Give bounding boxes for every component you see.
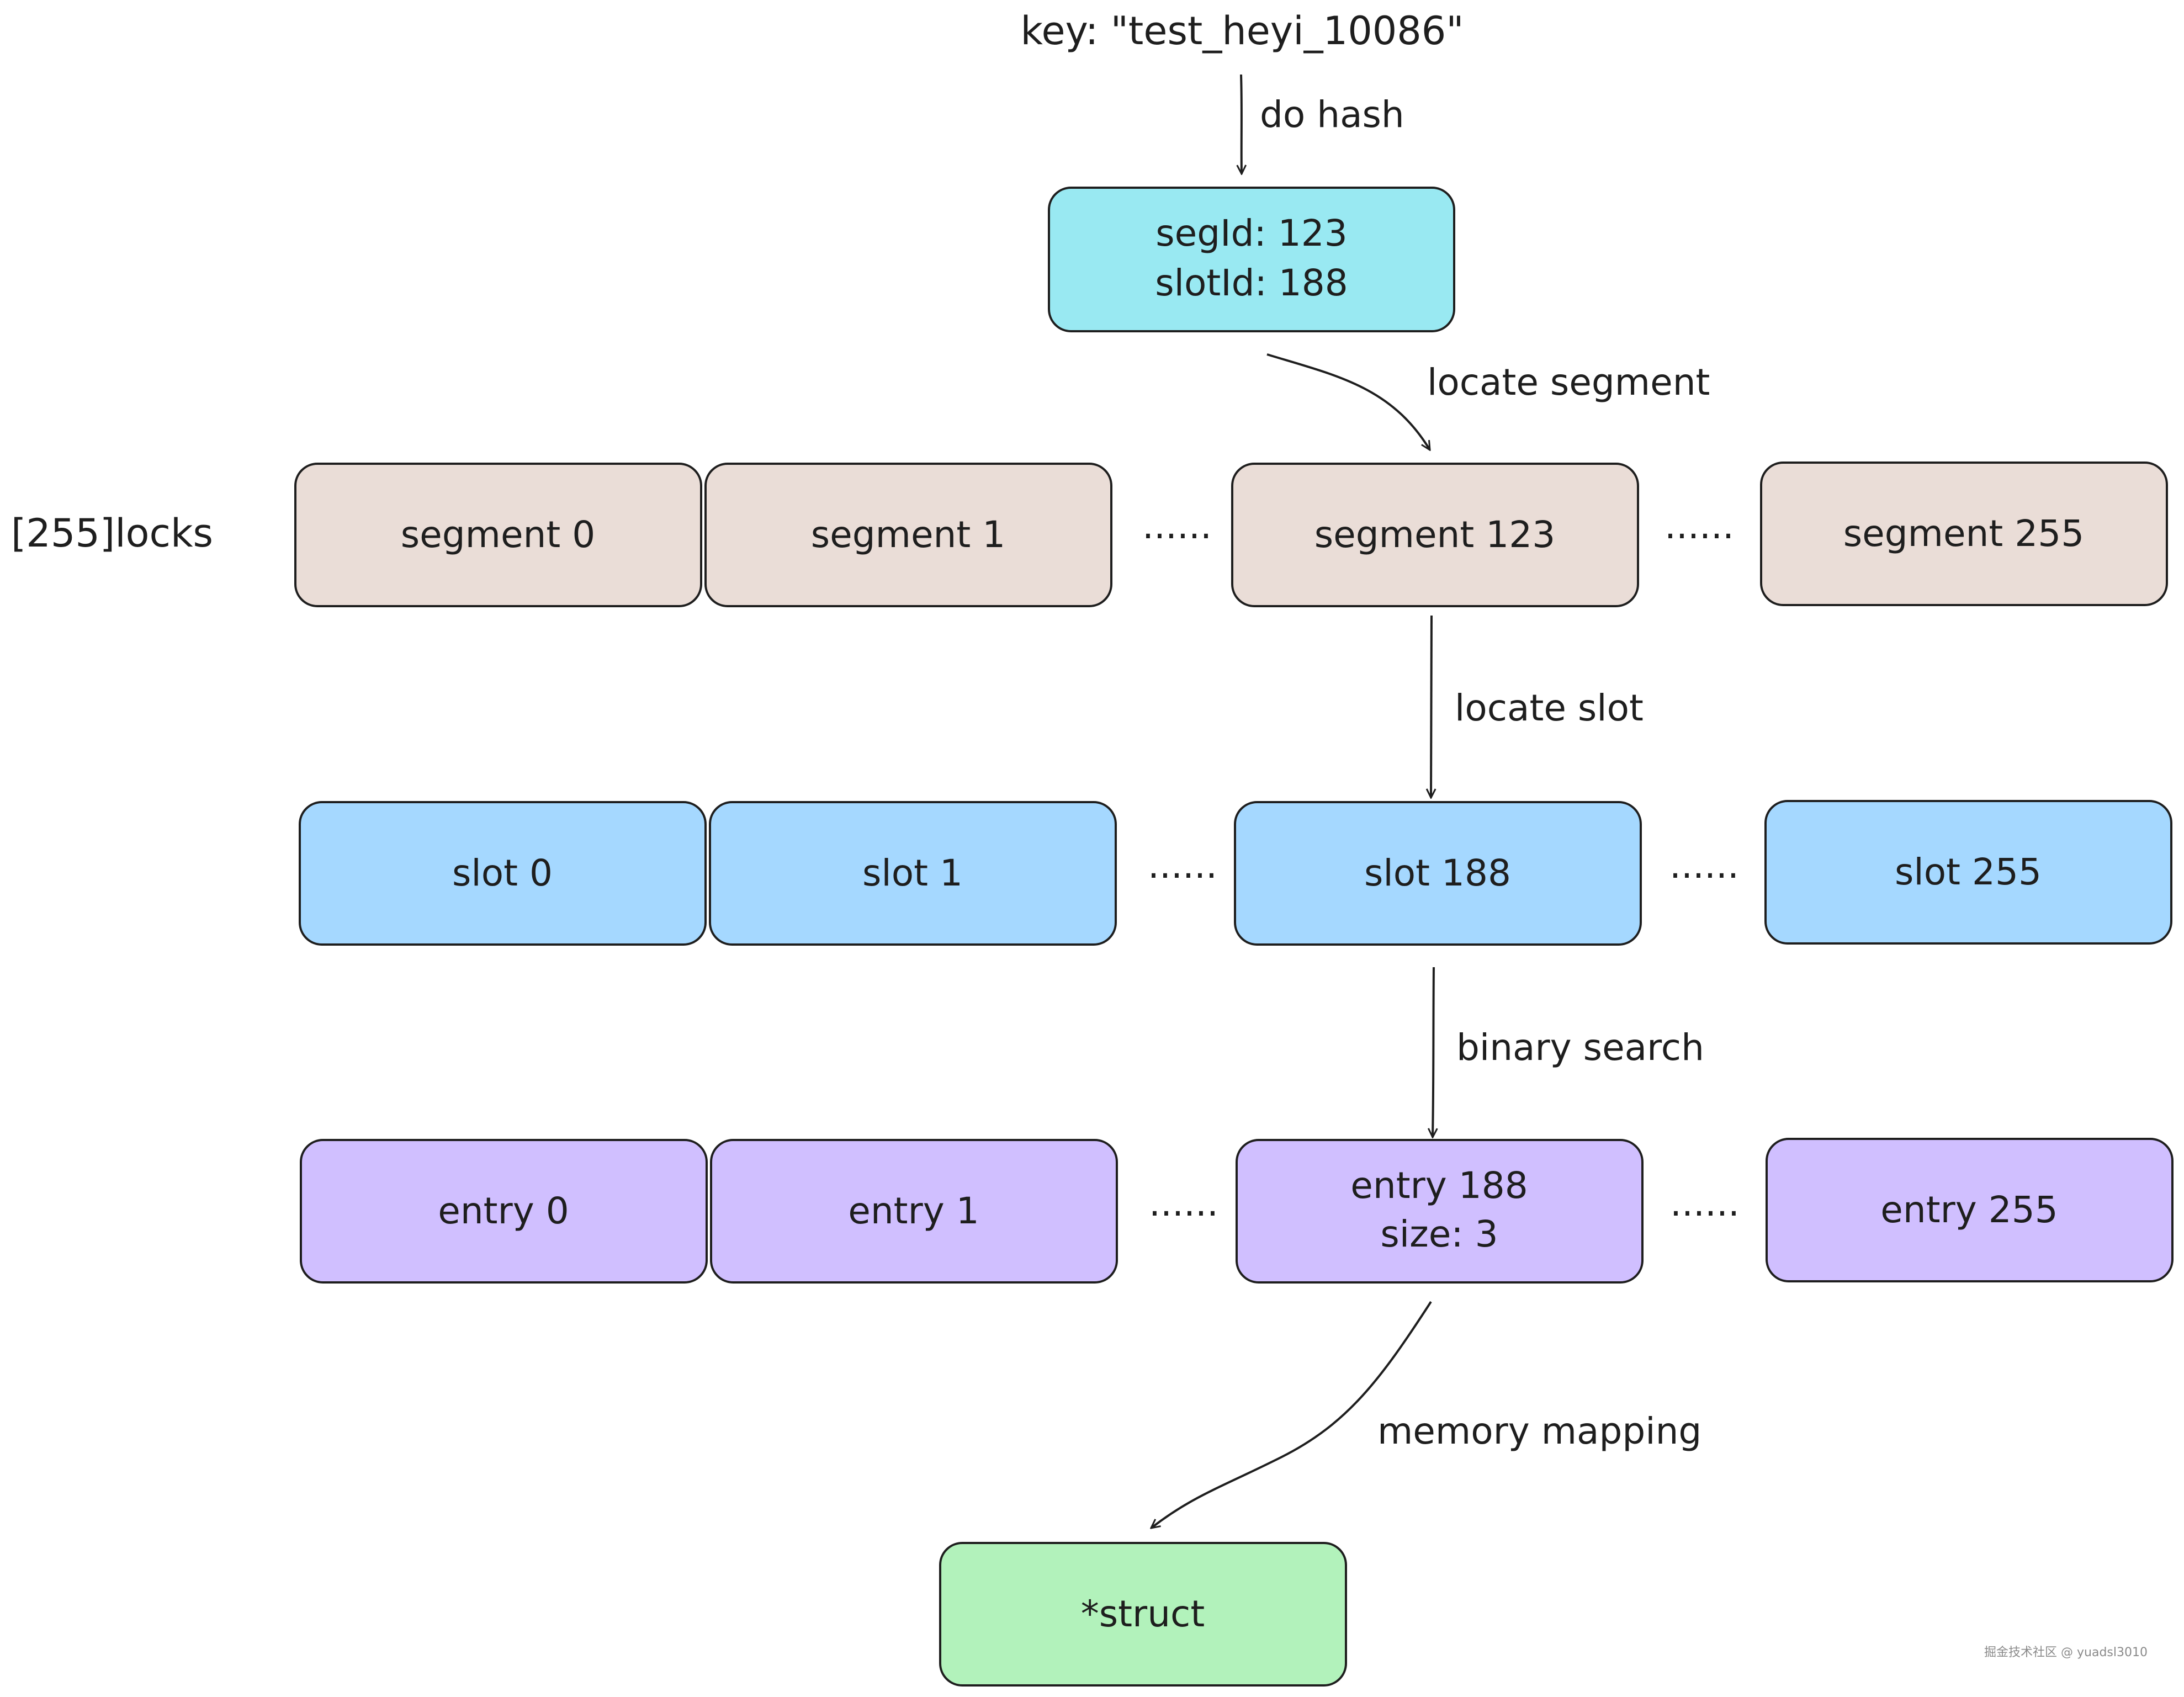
ellipsis: ...... [1669,844,1739,887]
memory-mapping-label: memory mapping [1377,1410,1701,1452]
slot-box: slot 0 [299,801,707,946]
segment-box: segment 1 [704,463,1112,607]
segment-label: segment 1 [811,513,1005,556]
segment-box-rect [294,463,702,607]
locate-segment-label: locate segment [1427,361,1710,404]
entry-box-selected: entry 188 size: 3 [1236,1139,1644,1284]
entry-box: entry 255 [1766,1138,2174,1282]
struct-label: *struct [1081,1593,1205,1635]
entry-size-text: size: 3 [1380,1213,1498,1255]
key-label: key: "test_heyi_10086" [1020,8,1464,54]
segment-box-rect [704,463,1112,607]
slot-label: slot 255 [1895,851,2042,893]
ellipsis: ...... [1148,844,1217,887]
segment-box: segment 255 [1760,462,2168,606]
segment-row: segment 0 segment 1 ...... segment 123 .… [294,462,2168,607]
memory-mapping-arrow [1151,1301,1432,1528]
seg-id-text: segId: 123 [1155,212,1347,254]
locate-segment-arrow [1266,353,1430,450]
slot-id-text: slotId: 188 [1155,262,1348,304]
entry-box: entry 1 [710,1139,1118,1284]
entry-label: entry 255 [1880,1189,2058,1231]
ellipsis: ...... [1670,1182,1740,1224]
segment-box-rect [1231,463,1639,607]
slot-box-selected: slot 188 [1234,801,1642,946]
slot-label: slot 0 [452,852,553,894]
ellipsis: ...... [1149,1182,1218,1224]
ellipsis: ...... [1142,505,1212,547]
slot-row: slot 0 slot 1 ...... slot 188 ...... slo… [299,800,2172,946]
binary-search-label: binary search [1456,1026,1704,1069]
struct-box: *struct [939,1542,1347,1687]
do-hash-arrow [1241,74,1242,174]
slot-box-rect [1764,800,2172,945]
hash-result-rect [1048,187,1455,332]
slot-box: slot 1 [709,801,1117,946]
entry-label: entry 1 [848,1190,979,1232]
segment-label: segment 255 [1843,512,2084,555]
slot-box: slot 255 [1764,800,2172,945]
locate-slot-arrow [1431,615,1432,798]
segment-box-rect [1760,462,2168,606]
locks-row-label: [255]locks [11,511,213,556]
slot-box-rect [1234,801,1642,946]
do-hash-label: do hash [1260,93,1404,136]
entry-label: entry 0 [438,1190,569,1232]
binary-search-arrow [1433,967,1434,1137]
slot-label: slot 1 [862,852,963,894]
entry-label: entry 188 [1350,1164,1528,1207]
entry-row: entry 0 entry 1 ...... entry 188 size: 3… [300,1138,2174,1284]
watermark: 掘金技术社区 @ yuadsl3010 [1984,1646,2148,1659]
segment-label: segment 123 [1314,513,1555,556]
segment-box-selected: segment 123 [1231,463,1639,607]
slot-box-rect [299,801,707,946]
entry-box-rect [300,1139,708,1284]
slot-label: slot 188 [1364,852,1511,894]
entry-box-rect [1236,1139,1644,1284]
locate-slot-label: locate slot [1455,687,1644,729]
segment-box: segment 0 [294,463,702,607]
segment-label: segment 0 [401,513,595,556]
entry-box-rect [710,1139,1118,1284]
struct-rect [939,1542,1347,1687]
entry-box: entry 0 [300,1139,708,1284]
entry-box-rect [1766,1138,2174,1282]
ellipsis: ...... [1664,505,1734,547]
hash-result-box: segId: 123 slotId: 188 [1048,187,1455,332]
slot-box-rect [709,801,1117,946]
